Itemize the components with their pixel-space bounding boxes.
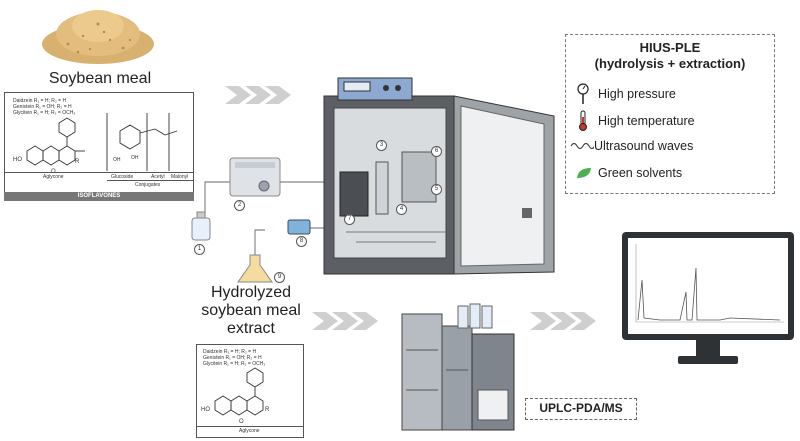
svg-text:O: O [239, 419, 244, 425]
isoflavone-structure-bottom: Daidzein R₁ = H; R₂ = H Genistein R₁ = O… [196, 344, 304, 438]
heater-block [339, 171, 369, 217]
hydrolyzed-line: soybean meal [201, 302, 301, 319]
leaf-icon [577, 168, 591, 178]
legend-title: HIUS-PLE [639, 40, 701, 55]
isoflavones-bar: ISOFLAVONES [4, 192, 194, 201]
chromatogram-monitor [622, 232, 794, 364]
chromatogram-trace [637, 267, 781, 321]
struct-legend-line: Glycitein R₁ = H; R₂ = OCH₃ [13, 110, 76, 116]
step-number: 4 [396, 204, 407, 215]
isoflavone-molecule: HO O R [201, 367, 270, 425]
legend-item-label: Green solvents [598, 166, 683, 180]
arrow-chevrons-bottom-right [530, 312, 596, 330]
soybean-meal-pile [42, 10, 154, 64]
isoflavone-molecule: HO O R OH OH [13, 113, 178, 175]
glucoside-label: Glucoside [111, 174, 134, 180]
step-number: 2 [234, 200, 245, 211]
step-number: 7 [344, 214, 355, 225]
solvent-bottle [191, 217, 211, 241]
wave-icon [570, 142, 594, 150]
soybean-meal-title: Soybean meal [48, 70, 152, 87]
pressure-gauge-icon [577, 83, 589, 104]
uplc-label: UPLC-PDA/MS [525, 398, 637, 420]
struct-legend-line: Daidzein R₁ = H; R₂ = H [203, 349, 257, 355]
aglycone-label: Aglycone [239, 428, 260, 434]
arrow-chevrons-bottom-left [312, 312, 378, 330]
step-number: 3 [376, 140, 387, 151]
legend-subtitle: (hydrolysis + extraction) [594, 56, 746, 71]
step-number: 9 [274, 272, 285, 283]
uplc-instrument [401, 303, 515, 431]
struct-legend-line: Glycitein R₁ = H; R₂ = OCH₃ [203, 361, 266, 367]
step-number: 8 [296, 236, 307, 247]
conjugates-label: Conjugates [135, 182, 161, 188]
struct-legend-line: Daidzein R₁ = H; R₂ = H [13, 98, 67, 104]
legend-item-label: Ultrasound waves [594, 139, 694, 153]
svg-text:HO: HO [201, 407, 210, 413]
svg-text:HO: HO [13, 157, 22, 163]
thermometer-icon [579, 110, 587, 131]
acetyl-label: Acetyl [151, 174, 165, 180]
collection-flask [237, 254, 273, 283]
step-number: 1 [194, 244, 205, 255]
step-number: 6 [431, 146, 442, 157]
malonyl-label: Malonyl [171, 174, 189, 180]
hydrolyzed-line: Hydrolyzed [210, 284, 292, 301]
extraction-cabinet [323, 77, 555, 275]
step-number: 5 [431, 184, 442, 195]
extraction-setup [191, 157, 330, 283]
svg-text:R: R [265, 407, 270, 413]
hius-ple-legend: HIUS-PLE (hydrolysis + extraction) High … [565, 34, 775, 194]
hydrolyzed-line: extract [226, 320, 275, 337]
svg-text:OH: OH [131, 155, 139, 161]
struct-legend-line: Genistein R₁ = OH; R₂ = H [203, 355, 262, 361]
struct-legend-line: Genistein R₁ = OH; R₂ = H [13, 104, 72, 110]
legend-item-label: High temperature [598, 114, 695, 128]
arrow-chevrons-top [225, 86, 291, 104]
svg-text:R: R [75, 159, 80, 165]
valve [287, 219, 311, 235]
aglycone-label: Aglycone [43, 174, 64, 180]
hydrolyzed-extract-title: Hydrolyzed soybean meal extract [196, 284, 306, 338]
svg-text:OH: OH [113, 157, 121, 163]
legend-item-label: High pressure [598, 87, 676, 101]
isoflavone-structure-top: Daidzein R₁ = H; R₂ = H Genistein R₁ = O… [4, 92, 194, 194]
